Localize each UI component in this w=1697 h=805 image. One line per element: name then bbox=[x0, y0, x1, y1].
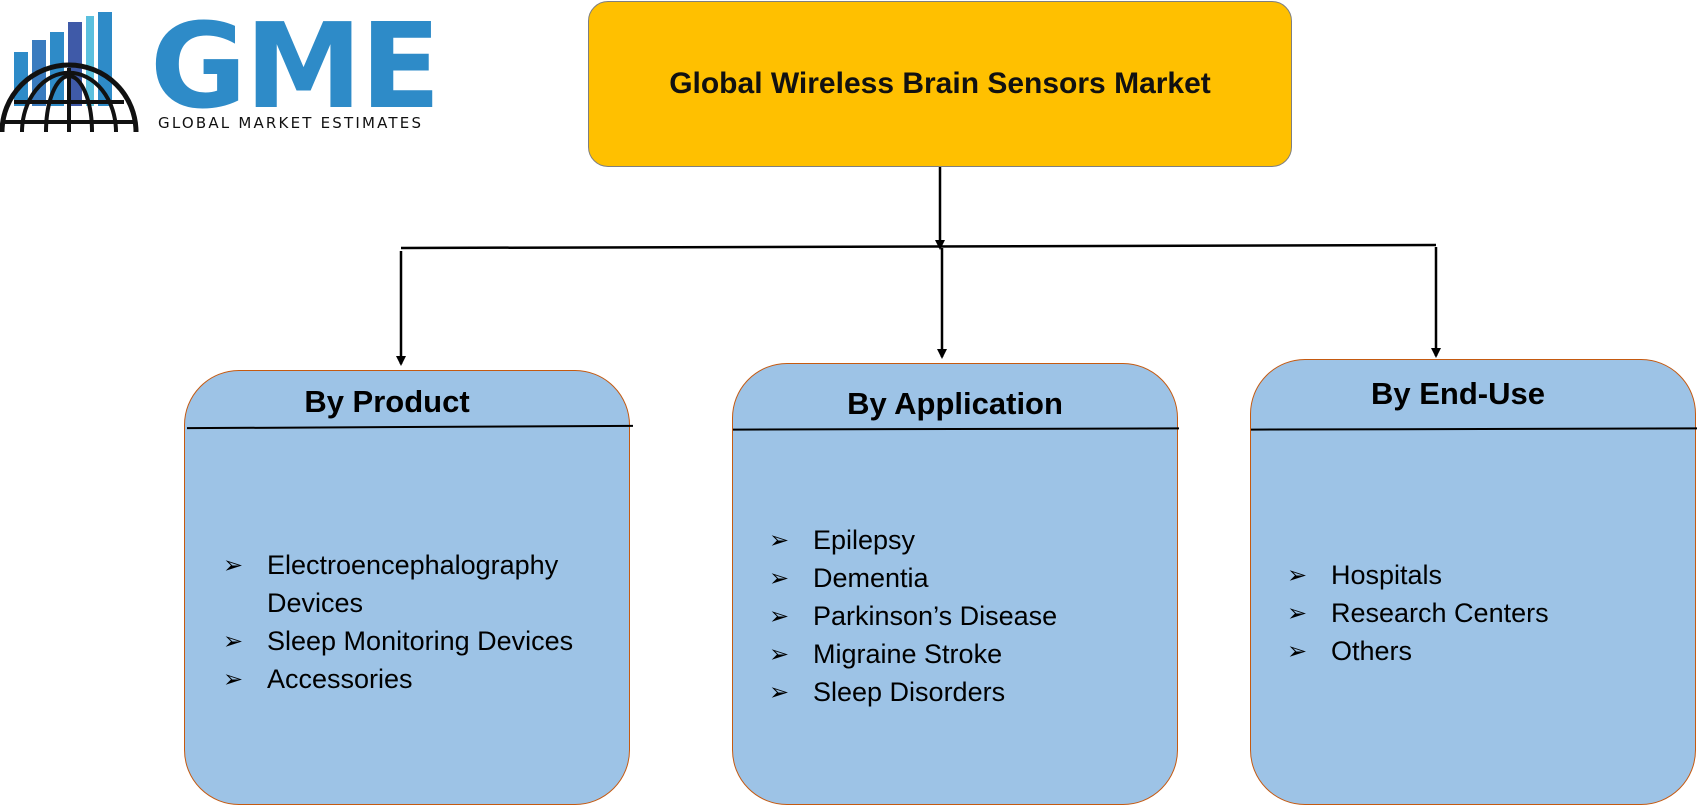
arrowhead-bullet-icon: ➢ bbox=[769, 564, 790, 592]
arrowhead-bullet-icon: ➢ bbox=[1287, 637, 1308, 665]
list-item: ➢Sleep Disorders bbox=[769, 673, 1157, 711]
logo-tagline: GLOBAL MARKET ESTIMATES bbox=[158, 114, 424, 132]
list-item: ➢Accessories bbox=[223, 660, 609, 698]
category-divider bbox=[1250, 427, 1697, 431]
category-divider bbox=[186, 424, 634, 430]
list-item: ➢Sleep Monitoring Devices bbox=[223, 622, 609, 660]
list-item: ➢Epilepsy bbox=[769, 521, 1157, 559]
list-item: ➢Dementia bbox=[769, 559, 1157, 597]
category-list: ➢Epilepsy ➢Dementia ➢Parkinson’s Disease… bbox=[769, 521, 1157, 711]
category-box-product: By Product ➢Electroencephalography Devic… bbox=[184, 370, 634, 805]
arrowhead-bullet-icon: ➢ bbox=[223, 665, 244, 693]
list-item: ➢Parkinson’s Disease bbox=[769, 597, 1157, 635]
category-title: By Product bbox=[304, 384, 470, 419]
gme-logo: GME GLOBAL MARKET ESTIMATES bbox=[0, 0, 505, 135]
category-list: ➢Electroencephalography Devices ➢Sleep M… bbox=[223, 546, 609, 698]
arrowhead-bullet-icon: ➢ bbox=[769, 640, 790, 668]
category-list: ➢Hospitals ➢Research Centers ➢Others bbox=[1287, 556, 1675, 670]
list-item: ➢Research Centers bbox=[1287, 594, 1675, 632]
arrowhead-bullet-icon: ➢ bbox=[769, 526, 790, 554]
arrowhead-bullet-icon: ➢ bbox=[1287, 599, 1308, 627]
arrowhead-bullet-icon: ➢ bbox=[223, 551, 244, 579]
market-title: Global Wireless Brain Sensors Market bbox=[669, 67, 1211, 100]
list-item: ➢Hospitals bbox=[1287, 556, 1675, 594]
logo-letters: GME bbox=[150, 0, 441, 135]
connector-crossbar bbox=[400, 243, 1437, 250]
globe-bars-logo-icon bbox=[0, 12, 139, 133]
list-item: ➢Migraine Stroke bbox=[769, 635, 1157, 673]
arrowhead-bullet-icon: ➢ bbox=[769, 602, 790, 630]
category-box-application: By Application ➢Epilepsy ➢Dementia ➢Park… bbox=[732, 363, 1180, 805]
category-title: By Application bbox=[847, 386, 1063, 421]
arrowhead-bullet-icon: ➢ bbox=[769, 678, 790, 706]
category-divider bbox=[732, 427, 1180, 431]
market-title-box: Global Wireless Brain Sensors Market bbox=[588, 1, 1292, 167]
list-item: ➢Others bbox=[1287, 632, 1675, 670]
list-item: ➢Electroencephalography Devices bbox=[223, 546, 609, 622]
category-box-enduse: By End-Use ➢Hospitals ➢Research Centers … bbox=[1250, 359, 1697, 805]
arrowhead-bullet-icon: ➢ bbox=[223, 627, 244, 655]
category-title: By End-Use bbox=[1371, 376, 1545, 411]
arrowhead-bullet-icon: ➢ bbox=[1287, 561, 1308, 589]
